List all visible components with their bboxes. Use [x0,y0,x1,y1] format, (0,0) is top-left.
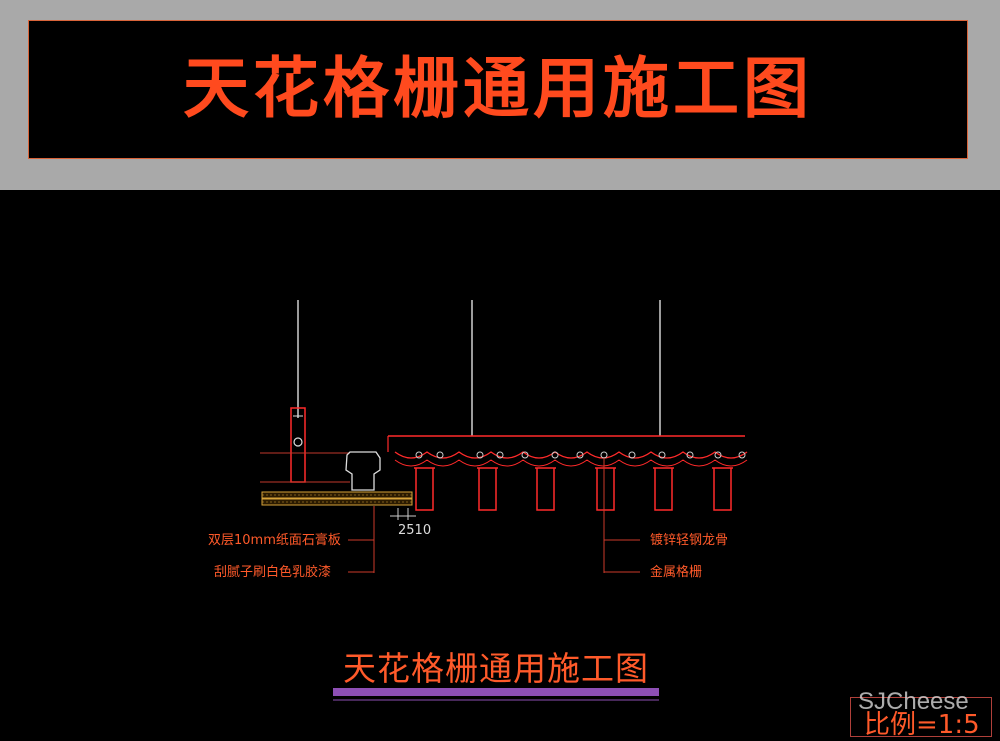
page-title: 天花格栅通用施工图 [183,50,813,127]
gypsum-board-upper [261,491,413,499]
label-paint: 刮腻子刷白色乳胶漆 [214,564,331,580]
label-keel: 镀锌轻钢龙骨 [650,532,728,548]
label-dimension: 2510 [398,523,431,538]
label-gypsum-board: 双层10mm纸面石膏板 [208,532,341,548]
header-band: 天花格栅通用施工图 [0,0,1000,190]
bracket-bolt [293,437,303,447]
subtitle-underline [333,688,659,696]
edge-clip [345,451,381,491]
wavy-carrier [394,451,748,459]
construction-drawing: 双层10mm纸面石膏板 刮腻子刷白色乳胶漆 2510 镀锌轻钢龙骨 金属格栅 [208,300,748,701]
hanger-bracket [290,407,306,483]
label-grille: 金属格栅 [650,564,702,580]
title-frame: 天花格栅通用施工图 [28,20,968,159]
drawing-subtitle: 天花格栅通用施工图 [343,649,649,688]
scale-label: 比例=1:5 [864,710,980,740]
watermark-logo: SJCheese [858,688,969,715]
grille-blades [414,467,733,511]
gypsum-board-lower [261,498,413,506]
